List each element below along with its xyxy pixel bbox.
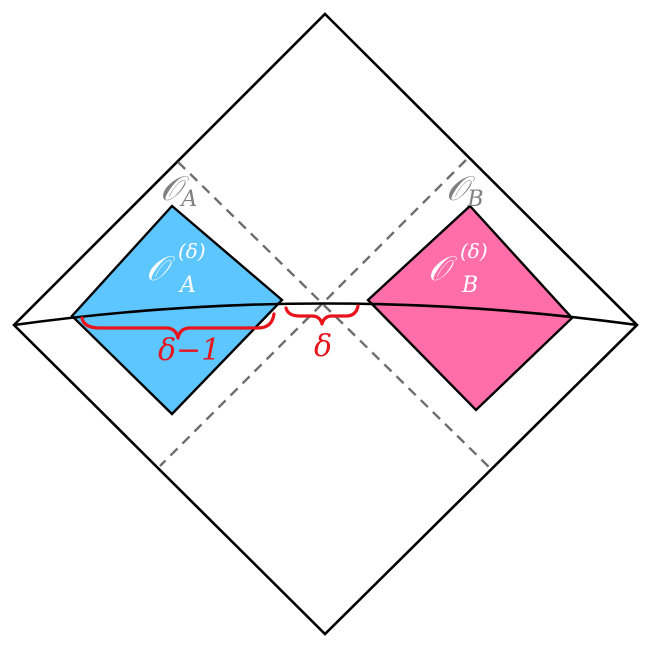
- brace-mid-shape: [284, 304, 360, 326]
- label-o-b-delta-sup: (δ): [460, 239, 488, 263]
- brace-left-label: δ−1: [158, 333, 220, 368]
- label-o-b: 𝒪B: [446, 169, 484, 212]
- dashed-lines: [159, 159, 491, 469]
- outer-diamond: [12, 12, 639, 636]
- label-o-b-delta-sub: B: [461, 273, 478, 298]
- label-o-a-sub: A: [179, 187, 197, 212]
- dashed-line-b-upper: [159, 159, 467, 467]
- label-o-a-delta-sub: A: [178, 273, 196, 298]
- label-o-b-sub: B: [466, 187, 483, 212]
- region-a-diamond: [70, 204, 284, 416]
- brace-mid-label: δ: [314, 329, 332, 364]
- label-o-a: 𝒪A: [160, 169, 197, 212]
- brace-left-shape: [80, 312, 276, 340]
- brace-group: [80, 304, 360, 340]
- label-o-a-delta-sup: (δ): [178, 239, 206, 263]
- dashed-line-a-upper: [177, 161, 491, 469]
- cauchy-slice: [13, 302, 638, 327]
